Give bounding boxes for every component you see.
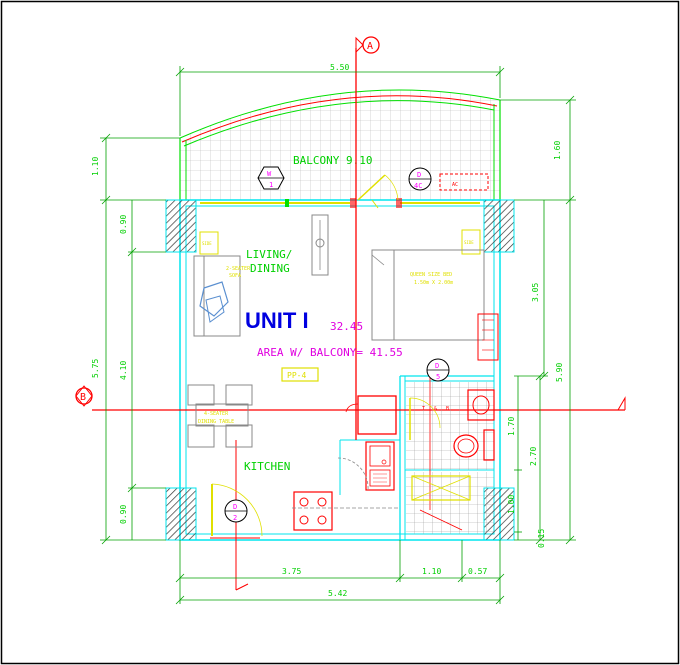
dim-left-total: 5.75 — [91, 359, 100, 378]
dim-bottom-1: 3.75 — [282, 567, 301, 576]
dining-table: 4-SEATER DINING TABLE — [187, 384, 253, 448]
walls — [179, 198, 501, 541]
kitchen-sink — [365, 441, 395, 491]
tv-console — [311, 214, 329, 276]
svg-text:4C: 4C — [414, 182, 422, 190]
refrigerator — [345, 395, 397, 435]
svg-text:D: D — [417, 171, 421, 179]
balcony-planter — [439, 173, 489, 191]
svg-text:1: 1 — [269, 181, 273, 189]
queen-bed: QUEEN SIZE BED 1.50m X 2.00m — [371, 249, 499, 361]
unit-area: 32.45 — [330, 320, 363, 333]
room-tag: PP-4 — [287, 371, 306, 380]
window-tag-w1: W 1 — [257, 166, 285, 190]
svg-text:A: A — [367, 41, 373, 52]
dim-right-balcony: 1.60 — [553, 141, 562, 160]
dim-bottom-3: 0.57 — [468, 567, 487, 576]
svg-text:2: 2 — [233, 514, 237, 522]
svg-text:D: D — [233, 503, 237, 511]
door-tag-d5: D 5 — [426, 358, 450, 382]
dim-left-upper: 0.90 — [119, 215, 128, 234]
svg-text:QUEEN SIZE BED: QUEEN SIZE BED — [410, 272, 452, 278]
room-tag-box — [281, 367, 319, 382]
dim-left-lower: 0.90 — [119, 505, 128, 524]
cooktop — [293, 491, 333, 531]
side-table-right-label: SIDE — [464, 240, 474, 245]
living-label: LIVING/ — [246, 248, 292, 261]
planter-label: AC — [452, 182, 458, 188]
dim-right-tiny: 0.15 — [537, 529, 546, 548]
unit-title: UNIT I — [245, 308, 309, 333]
side-table-left-label: SIDE — [202, 241, 212, 246]
door-tag-d4c: D 4C — [408, 167, 432, 191]
side-table-right — [461, 229, 481, 255]
grid-marker-a: A — [355, 36, 380, 54]
balcony-label: BALCONY 9.10 — [293, 154, 372, 167]
dining-label: DINING — [250, 262, 290, 275]
svg-text:DINING TABLE: DINING TABLE — [198, 419, 234, 425]
balcony-door — [357, 174, 399, 209]
svg-text:B: B — [446, 406, 449, 412]
dimension-text: 5.50 1.10 5.75 0.90 4.10 0.90 1.60 3.05 … — [91, 63, 564, 598]
kitchen-label: KITCHEN — [244, 460, 290, 473]
svg-text:&: & — [434, 406, 437, 412]
dim-bottom-total: 5.42 — [328, 589, 347, 598]
bathroom: T & B — [406, 382, 495, 534]
dim-right-upper: 3.05 — [531, 283, 540, 302]
svg-text:1.50m X 2.00m: 1.50m X 2.00m — [414, 280, 453, 286]
dim-right-total: 5.90 — [555, 363, 564, 382]
dim-right-bath: 1.70 — [507, 417, 516, 436]
grid-marker-b: B — [75, 385, 93, 407]
area-with-balcony: AREA W/ BALCONY= 41.55 — [257, 346, 403, 359]
svg-text:2-SEATER: 2-SEATER — [226, 266, 251, 272]
sofa: 2-SEATER SOFA — [193, 255, 251, 337]
dim-right-kitchen: 2.70 — [529, 447, 538, 466]
dim-top-width: 5.50 — [330, 63, 349, 72]
dim-left-balcony: 1.10 — [91, 157, 100, 176]
door-tag-d2: D 2 — [224, 499, 248, 523]
kitchen-door-swing — [337, 457, 369, 491]
side-table-left — [199, 231, 219, 255]
dim-left-mid: 4.10 — [119, 361, 128, 380]
dimension-lines — [100, 66, 576, 605]
svg-text:4-SEATER: 4-SEATER — [204, 411, 229, 417]
entrance-door — [211, 483, 263, 537]
svg-text:5: 5 — [436, 373, 440, 381]
svg-text:SOFA: SOFA — [229, 273, 241, 279]
svg-text:T: T — [422, 406, 425, 412]
svg-text:D: D — [435, 362, 439, 370]
svg-text:B: B — [80, 392, 86, 403]
dim-bottom-2: 1.10 — [422, 567, 441, 576]
svg-text:W: W — [267, 170, 272, 178]
dim-right-small: 1.00 — [507, 495, 516, 514]
